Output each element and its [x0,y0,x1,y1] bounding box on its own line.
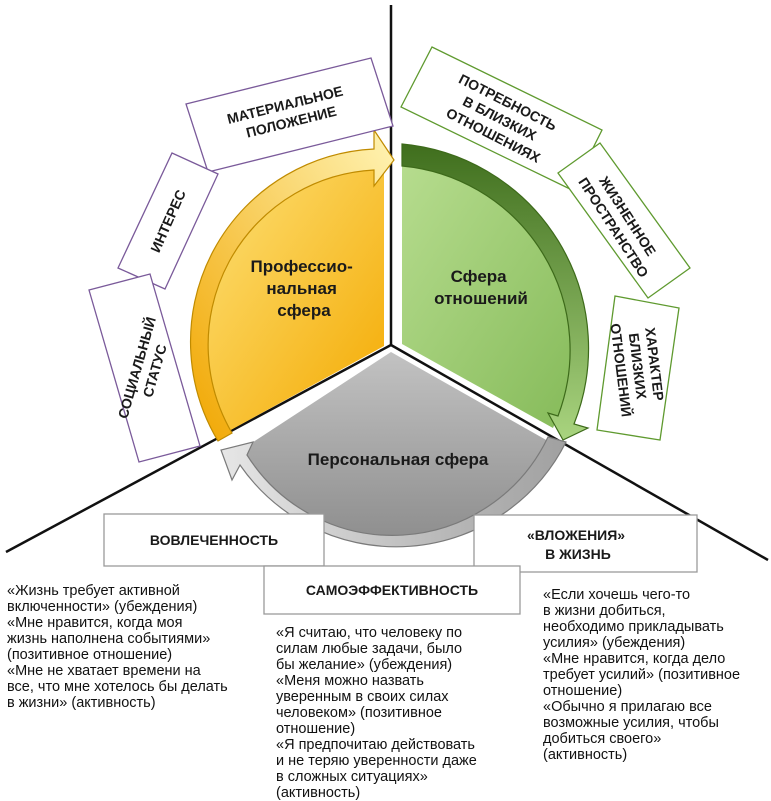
quote-line: «Мне нравится, когда моя [7,615,183,631]
quote-line: «Я предпочитаю действовать [276,737,475,753]
box-material-frame [185,57,394,173]
box-involvement: ВОВЛЕЧЕННОСТЬ [103,513,325,567]
box-investment-frame [473,514,698,573]
box-involvement-label: ВОВЛЕЧЕННОСТЬ [150,532,278,548]
personal-sector-label: Персональная сфера [308,450,489,469]
relations-sector-label: Сфера отношений [434,267,528,308]
quote-line: бы желание» (убеждения) [276,657,453,673]
quote-line: отношение) [543,683,623,699]
quote-line: возможные усилия, чтобы [543,715,719,731]
box-social: СОЦИАЛЬНЫЙ СТАТУС [88,273,201,463]
quote-line: «Меня можно назвать [276,673,424,689]
quote-line: требует усилий» (позитивное [543,667,741,683]
quote-line: «Мне не хватает времени на [7,663,201,679]
relations-sector [401,143,590,441]
quotes-middle: «Я считаю, что человеку по силам любые з… [276,625,521,801]
quote-line: (активность) [543,747,628,763]
quote-line: все, что мне хотелось бы делать [7,679,228,695]
quote-line: жизнь наполнена событиями» [7,631,211,647]
professional-sector-label: Профессио- нальная сфера [250,257,357,320]
quote-line: (активность) [276,785,361,801]
box-selfefficacy: САМОЭФФЕКТИВНОСТЬ [263,565,521,615]
box-involvement-frame [103,513,325,567]
quote-line: в сложных ситуациях» [276,769,428,785]
quote-line: «Мне нравится, когда дело [543,651,726,667]
box-interest: ИНТЕРЕС [117,152,219,290]
box-social-frame [88,273,201,463]
quote-line: в жизни» (активность) [7,695,156,711]
quote-line: необходимо прикладывать [543,619,724,635]
relations-arrow [401,143,590,441]
box-investment: «ВЛОЖЕНИЯ» В ЖИЗНЬ [473,514,698,573]
quote-line: «Жизнь требует активной [7,583,180,599]
box-selfefficacy-frame [263,565,521,615]
box-selfefficacy-label: САМОЭФФЕКТИВНОСТЬ [306,582,478,598]
quote-line: добиться своего» [543,731,662,747]
personal-fill [238,352,548,541]
quote-line: в жизни добиться, [543,603,666,619]
quotes-left: «Жизнь требует активной включенности» (у… [7,583,262,711]
box-character: ХАРАКТЕР БЛИЗКИХ ОТНОШЕНИЙ [596,295,680,441]
box-investment-label: «ВЛОЖЕНИЯ» В ЖИЗНЬ [527,527,629,562]
quote-line: отношение) [276,721,356,737]
quote-line: (позитивное отношение) [7,647,173,663]
box-need-frame [400,46,603,191]
quote-line: «Обычно я прилагаю все [543,699,712,715]
box-material: МАТЕРИАЛЬНОЕ ПОЛОЖЕНИЕ [185,57,394,173]
quote-line: уверенным в своих силах [276,689,449,705]
divider-lines [5,5,769,562]
box-character-frame [596,295,680,441]
box-space-frame [557,142,691,299]
quote-line: «Если хочешь чего-то [543,587,691,603]
quote-line: «Я считаю, что человеку по [276,625,463,641]
quote-line: усилия» (убеждения) [543,635,686,651]
divider-right [390,343,769,562]
quote-line: человеком» (позитивное [276,705,442,721]
quote-line: и не теряю уверенности даже [276,753,477,769]
box-space: ЖИЗНЕННОЕ ПРОСТРАНСТВО [557,142,691,299]
quotes-right: «Если хочешь чего-то в жизни добиться, н… [543,587,765,763]
divider-left [5,343,392,554]
professional-sector [189,128,395,442]
relations-fill [402,166,571,428]
professional-arrow [189,128,395,442]
quote-line: включенности» (убеждения) [7,599,198,615]
quote-line: силам любые задачи, было [276,641,463,657]
